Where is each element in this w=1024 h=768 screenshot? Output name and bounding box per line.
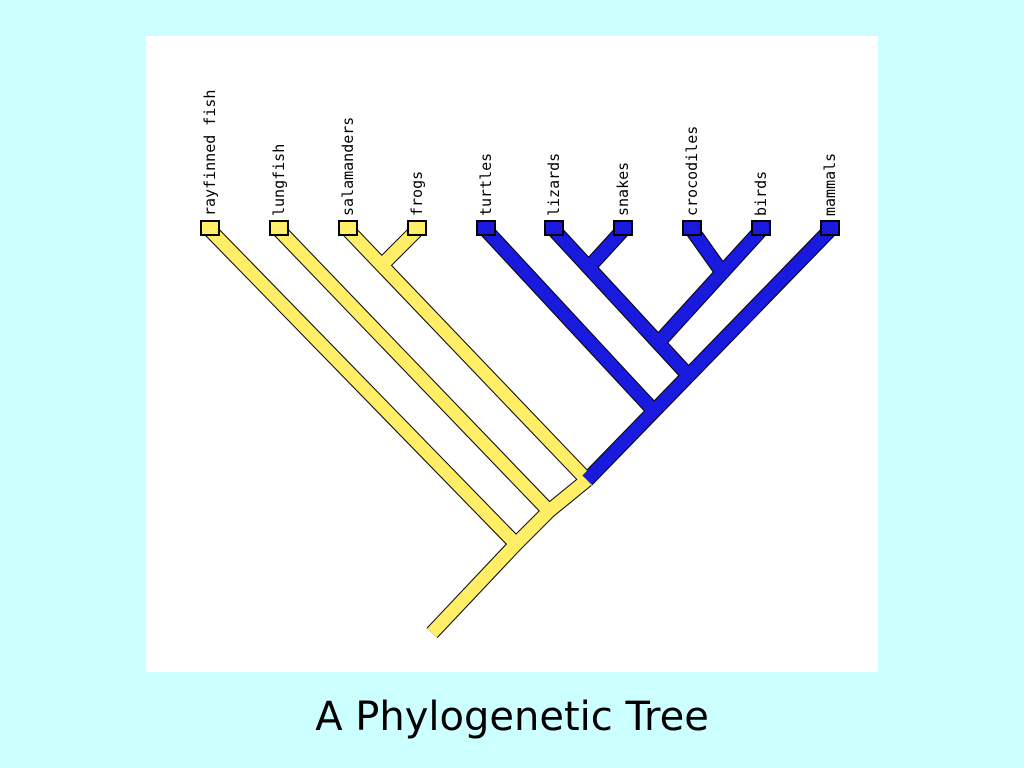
taxon-label-lungfish: lungfish bbox=[270, 144, 288, 216]
tip-box-birds bbox=[751, 220, 771, 236]
tip-box-mammals bbox=[820, 220, 840, 236]
tip-box-crocodiles bbox=[682, 220, 702, 236]
tip-box-snakes bbox=[613, 220, 633, 236]
taxon-label-lizards: lizards bbox=[545, 153, 563, 216]
tip-box-lungfish bbox=[269, 220, 289, 236]
tip-box-salamanders bbox=[338, 220, 358, 236]
taxon-label-crocodiles: crocodiles bbox=[683, 126, 701, 216]
branch-birds bbox=[654, 225, 766, 347]
page-title: A Phylogenetic Tree bbox=[315, 694, 709, 740]
taxon-label-mammals: mammals bbox=[821, 153, 839, 216]
branch-internal-1 bbox=[511, 506, 554, 549]
taxon-label-frogs: frogs bbox=[408, 171, 426, 216]
branch-rayfinned-fish bbox=[205, 225, 521, 549]
tip-box-rayfinned-fish bbox=[200, 220, 220, 236]
branch-turtles bbox=[481, 225, 659, 416]
branch-mammals bbox=[582, 225, 835, 485]
branch-lungfish bbox=[274, 225, 554, 516]
taxon-label-rayfinned-fish: rayfinned fish bbox=[201, 90, 219, 216]
branch-frogs bbox=[374, 225, 422, 273]
tree-panel: rayfinned fish lungfish salamanders frogs tu… bbox=[146, 36, 878, 672]
taxon-label-snakes: snakes bbox=[614, 162, 632, 216]
taxon-label-turtles: turtles bbox=[477, 153, 495, 216]
phylogenetic-tree: rayfinned fish lungfish salamanders frogs tu… bbox=[200, 90, 840, 639]
branch-salamanders bbox=[343, 225, 592, 485]
tip-box-lizards bbox=[544, 220, 564, 236]
branch-root bbox=[427, 539, 521, 638]
taxon-label-birds: birds bbox=[752, 171, 770, 216]
taxon-label-salamanders: salamanders bbox=[339, 117, 357, 216]
branch-crocodiles bbox=[686, 226, 725, 272]
branch-lizards bbox=[549, 225, 693, 380]
branch-internal-2 bbox=[544, 474, 592, 517]
tip-box-frogs bbox=[407, 220, 427, 236]
tip-box-turtles bbox=[476, 220, 496, 236]
